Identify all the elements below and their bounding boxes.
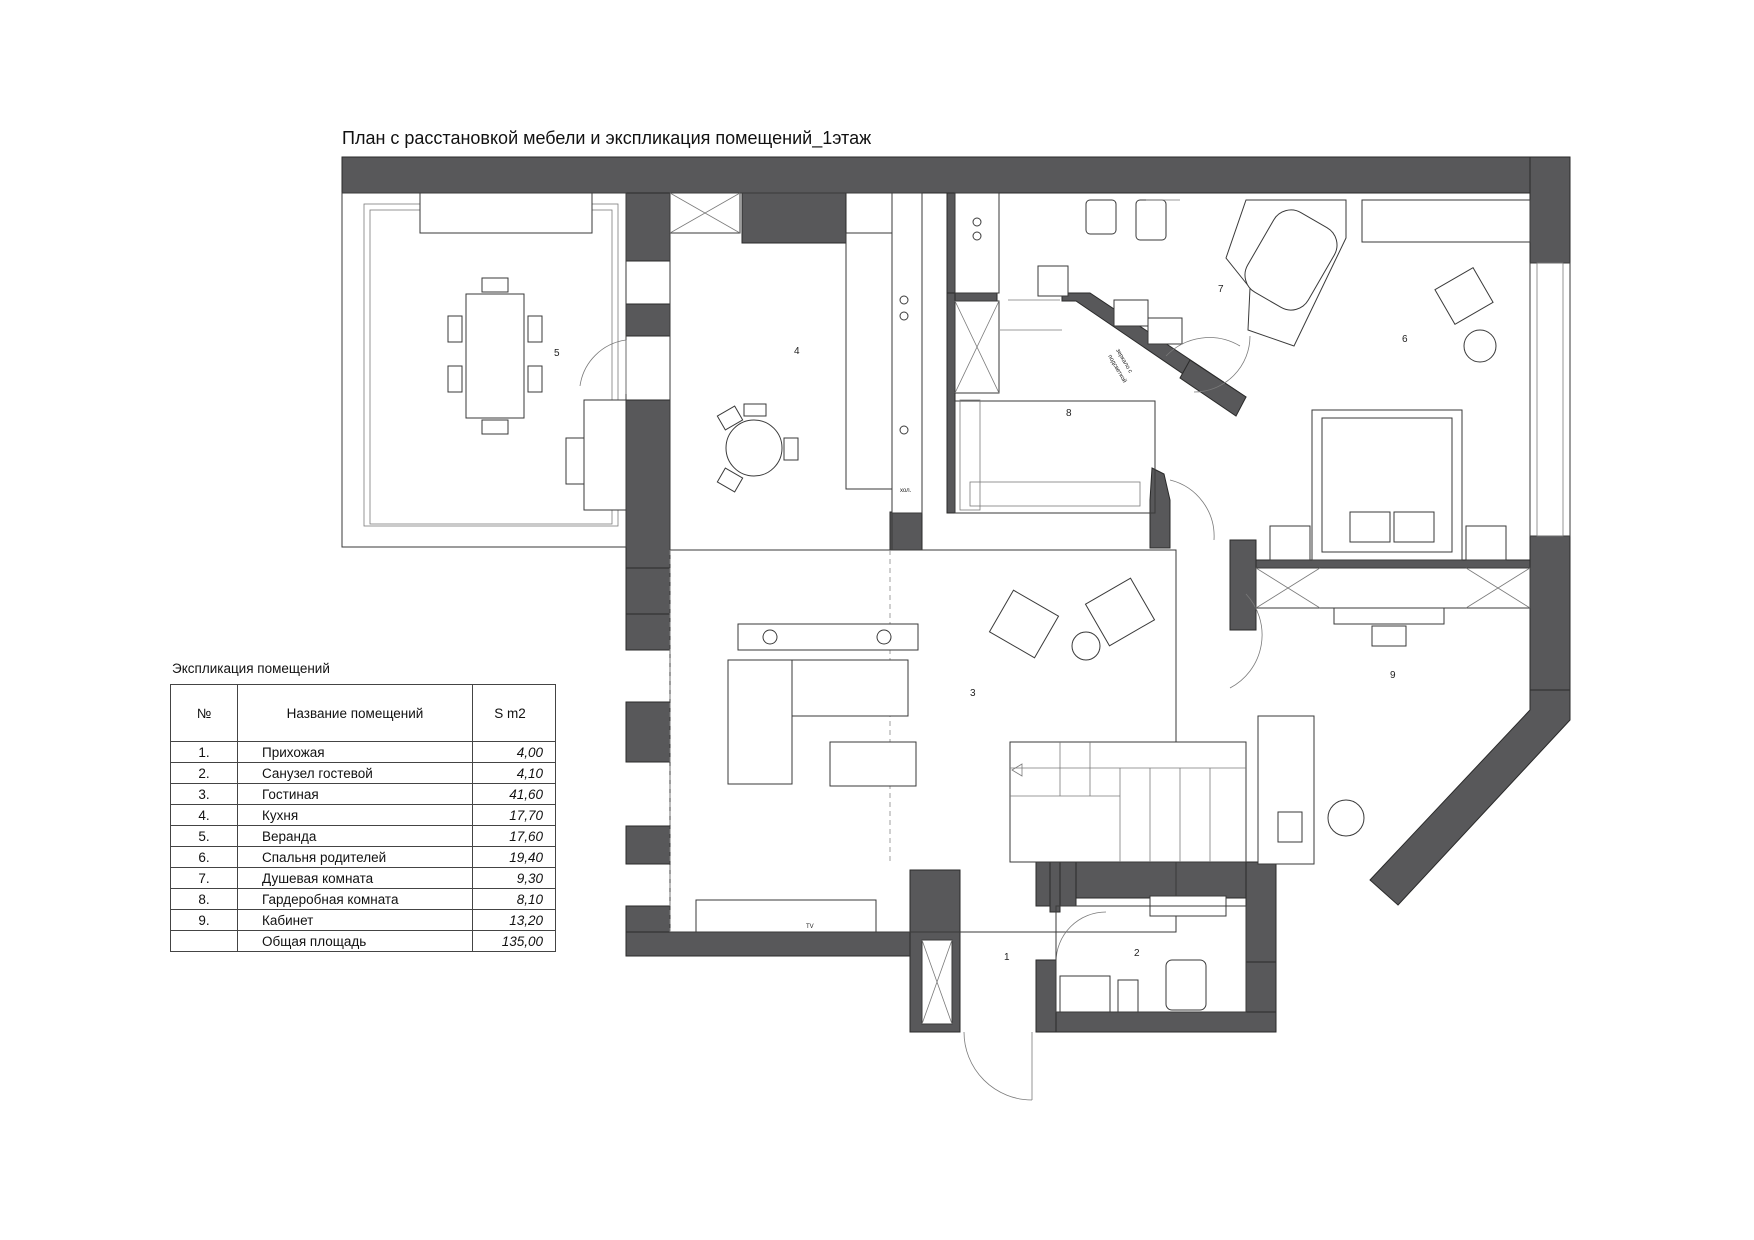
study-furniture: [1255, 567, 1531, 865]
table-row: 8. Гардеробная комната 8,10: [170, 888, 556, 910]
row-name: Кабинет: [237, 909, 473, 931]
fridge-label: хол.: [900, 488, 912, 494]
bedroom-furniture: [1193, 199, 1571, 561]
stairs: [1009, 741, 1247, 863]
table-row: 1. Прихожая 4,00: [170, 741, 556, 763]
row-name: Спальня родителей: [237, 846, 473, 868]
explication-table: № Название помещений S m2 1. Прихожая 4,…: [170, 684, 556, 952]
row-num: 8.: [170, 888, 238, 910]
tv-label: TV: [806, 924, 814, 930]
row-num: 4.: [170, 804, 238, 826]
total-name: Общая площадь: [237, 930, 473, 952]
room-label-7: 7: [1218, 284, 1224, 295]
room-label-6: 6: [1402, 334, 1408, 345]
row-num: 2.: [170, 762, 238, 784]
room-label-1: 1: [1004, 952, 1010, 963]
table-row: 6. Спальня родителей 19,40: [170, 846, 556, 868]
room-label-4: 4: [794, 346, 800, 357]
row-name: Санузел гостевой: [237, 762, 473, 784]
row-num: 9.: [170, 909, 238, 931]
row-name: Гардеробная комната: [237, 888, 473, 910]
table-row: 4. Кухня 17,70: [170, 804, 556, 826]
table-row: 5. Веранда 17,60: [170, 825, 556, 847]
row-num: 5.: [170, 825, 238, 847]
total-row: Общая площадь 135,00: [170, 930, 556, 952]
row-num: 3.: [170, 783, 238, 805]
room-label-2: 2: [1134, 948, 1140, 959]
room-label-3: 3: [970, 688, 976, 699]
table-row: 7. Душевая комната 9,30: [170, 867, 556, 889]
table-row: 2. Санузел гостевой 4,10: [170, 762, 556, 784]
row-area: 17,60: [472, 825, 556, 847]
header-num: №: [170, 684, 238, 742]
row-num: 1.: [170, 741, 238, 763]
row-area: 4,10: [472, 762, 556, 784]
total-area: 135,00: [472, 930, 556, 952]
room-labels: 1 2 3 4 5 6 7 8 9: [554, 284, 1408, 963]
entry-and-bath: [921, 895, 1247, 1101]
row-num: 7.: [170, 867, 238, 889]
walls: [341, 156, 1571, 1033]
veranda-outline: [341, 192, 627, 548]
header-name: Название помещений: [237, 684, 473, 742]
row-name: Гостиная: [237, 783, 473, 805]
storage-columns: [954, 192, 1156, 514]
row-area: 8,10: [472, 888, 556, 910]
shower-room-fixtures: зеркало с подсветкой: [1037, 199, 1347, 384]
room-label-9: 9: [1390, 670, 1396, 681]
row-num: 6.: [170, 846, 238, 868]
row-area: 4,00: [472, 741, 556, 763]
row-name: Веранда: [237, 825, 473, 847]
row-name: Душевая комната: [237, 867, 473, 889]
total-num: [170, 930, 238, 952]
row-area: 41,60: [472, 783, 556, 805]
row-area: 9,30: [472, 867, 556, 889]
row-name: Прихожая: [237, 741, 473, 763]
table-row: 9. Кабинет 13,20: [170, 909, 556, 931]
row-name: Кухня: [237, 804, 473, 826]
row-area: 17,70: [472, 804, 556, 826]
room-label-5: 5: [554, 348, 560, 359]
plan-title: План с расстановкой мебели и экспликация…: [342, 128, 872, 148]
explication-header-row: № Название помещений S m2: [170, 684, 556, 742]
living-room-furniture: TV: [669, 479, 1263, 933]
header-area: S m2: [472, 684, 556, 742]
kitchen-furniture: хол.: [669, 192, 923, 551]
room-label-8: 8: [1066, 408, 1072, 419]
row-area: 13,20: [472, 909, 556, 931]
row-area: 19,40: [472, 846, 556, 868]
explication-title: Экспликация помещений: [172, 661, 330, 676]
table-row: 3. Гостиная 41,60: [170, 783, 556, 805]
